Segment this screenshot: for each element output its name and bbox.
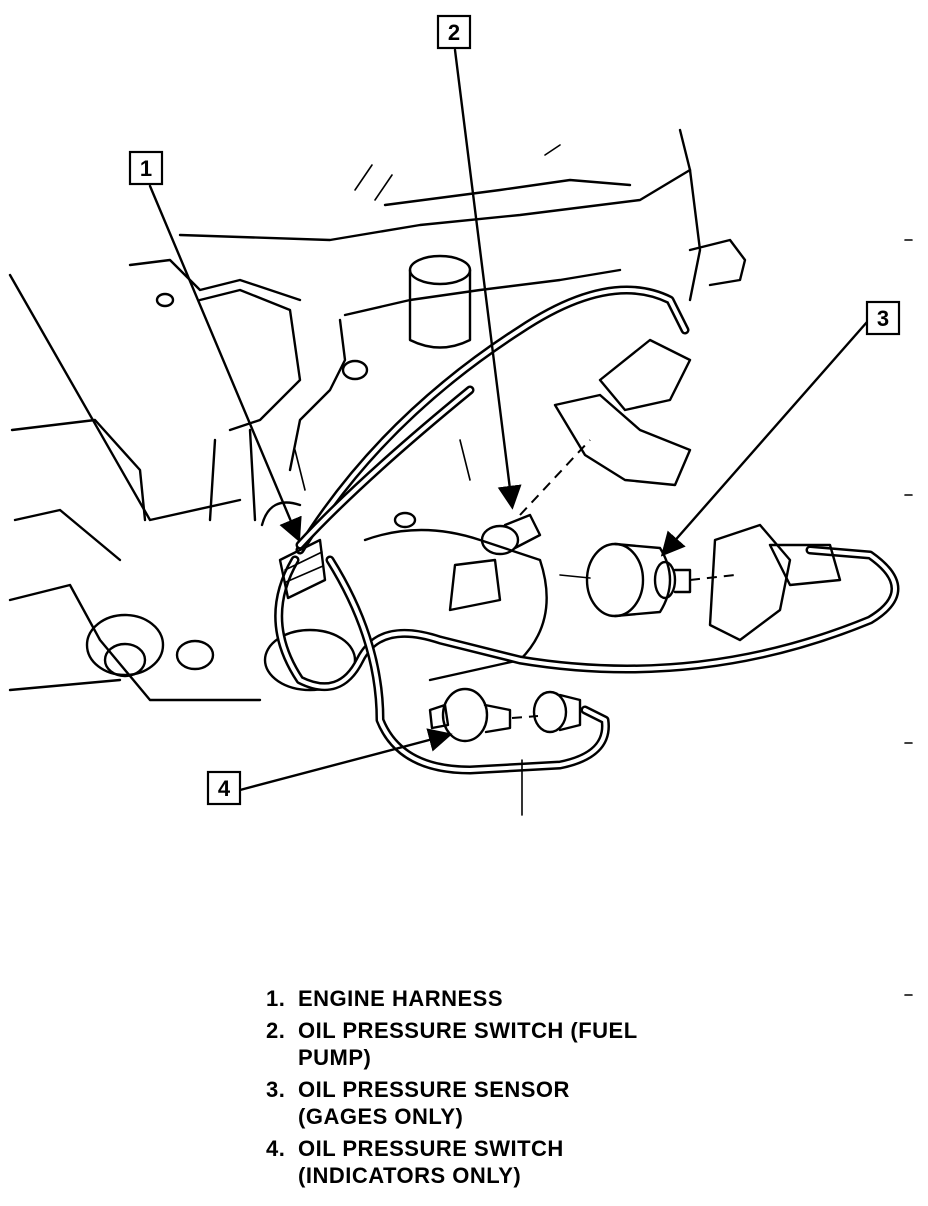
scan-marks <box>904 239 913 996</box>
legend-item-3: 3. OIL PRESSURE SENSOR (GAGES ONLY) <box>266 1076 746 1130</box>
callout-2: 2 <box>436 14 472 50</box>
engine-harness-wires <box>260 285 900 775</box>
legend-number: 4. <box>266 1136 286 1161</box>
legend-item-2: 2. OIL PRESSURE SWITCH (FUEL PUMP) <box>266 1017 746 1071</box>
legend-number: 3. <box>266 1077 286 1102</box>
callout-3: 3 <box>865 300 901 336</box>
legend-text: OIL PRESSURE SWITCH (INDICATORS ONLY) <box>298 1136 564 1188</box>
callout-1-label: 1 <box>140 156 152 181</box>
callout-4-label: 4 <box>218 776 231 801</box>
oil-pressure-switch-fuel-pump <box>448 338 692 612</box>
callout-2-label: 2 <box>448 20 460 45</box>
callout-4: 4 <box>206 770 242 806</box>
callout-leaders <box>148 48 869 792</box>
legend-item-4: 4. OIL PRESSURE SWITCH (INDICATORS ONLY) <box>266 1135 746 1189</box>
callout-3-label: 3 <box>877 306 889 331</box>
legend: 1. ENGINE HARNESS 2. OIL PRESSURE SWITCH… <box>266 985 746 1194</box>
callout-1: 1 <box>128 150 164 186</box>
legend-text: ENGINE HARNESS <box>298 986 504 1011</box>
legend-item-1: 1. ENGINE HARNESS <box>266 985 746 1012</box>
legend-number: 2. <box>266 1018 286 1043</box>
engine-block <box>8 128 747 702</box>
legend-number: 1. <box>266 986 286 1011</box>
legend-text: OIL PRESSURE SWITCH (FUEL PUMP) <box>298 1018 638 1070</box>
oil-pressure-switch-indicators <box>428 687 582 816</box>
oil-pressure-sensor-gages <box>559 523 842 642</box>
legend-text: OIL PRESSURE SENSOR (GAGES ONLY) <box>298 1077 570 1129</box>
